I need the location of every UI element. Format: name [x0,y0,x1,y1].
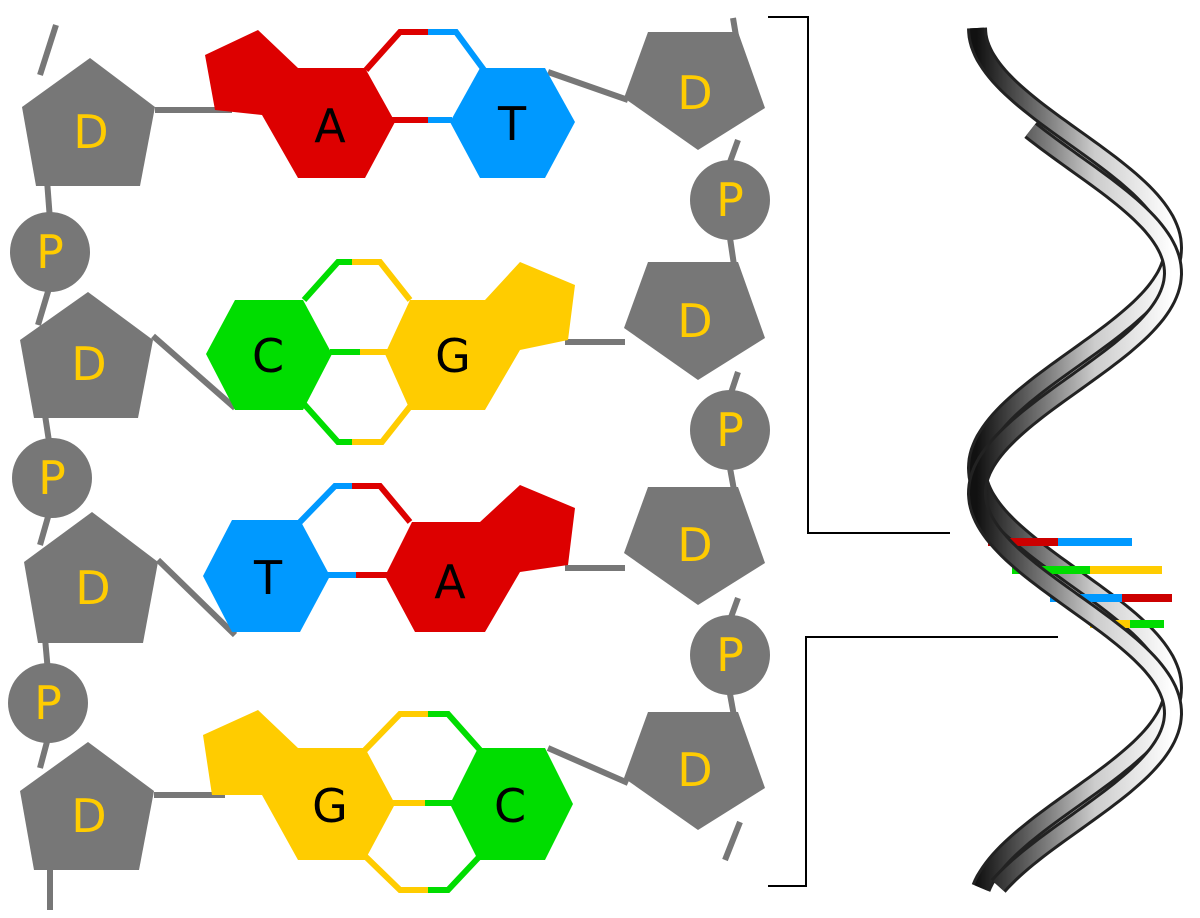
sugar-group: D [624,487,765,605]
phosphate-label: P [716,173,744,227]
guanine-base [203,710,395,860]
phosphate [8,663,88,743]
phosphate-group: P [8,663,88,743]
base-pair-a-t: A T [155,29,629,178]
base-pair-t-a: T A [155,483,625,638]
thymine-base [203,520,330,632]
double-helix-illustration [966,27,1184,893]
phosphate-group: P [690,615,770,695]
sugar-group: D [624,262,765,380]
helix-strand-front [966,122,1184,893]
phosphate-label: P [716,628,744,682]
sugar-base-bonds [151,333,625,411]
sugar-label: D [677,66,712,120]
base-label-cytosine: C [252,329,284,383]
sugar-group: D [624,32,765,150]
left-backbone: D P D P D P D [8,24,158,910]
sugar-label: D [677,743,712,797]
base-label-thymine: T [497,97,527,151]
base-label-adenine: A [434,555,466,609]
sugar-label: D [75,561,110,615]
phosphate [690,615,770,695]
phosphate-label: P [38,451,66,505]
deoxyribose-sugar [624,712,765,830]
sugar-group: D [624,712,765,830]
adenine-base [385,485,575,632]
deoxyribose-sugar [24,512,158,643]
base-pair-c-g: C G [151,259,625,445]
base-label-thymine: T [253,551,283,605]
deoxyribose-sugar [624,262,765,380]
sugar-label: D [677,518,712,572]
guanine-base [385,262,575,410]
sugar-label: D [73,105,108,159]
hydrogen-bonds [301,259,415,445]
deoxyribose-sugar [624,487,765,605]
helix-ribbon [969,124,1181,891]
sugar-label: D [71,337,106,391]
sugar-label: D [677,294,712,348]
adenine-base [205,30,395,178]
base-label-cytosine: C [494,779,526,833]
helix-base-pair-rungs [988,538,1172,628]
phosphate-group: P [690,160,770,240]
right-backbone: D P D P D P D [624,17,770,862]
sugar-group: D [24,512,158,643]
deoxyribose-sugar [22,58,155,186]
sugar-base-bonds [155,557,625,638]
phosphate-group: P [10,212,90,292]
phosphate-group: P [690,390,770,470]
sugar-label: D [71,789,106,843]
phosphate-label: P [34,676,62,730]
phosphate [12,438,92,518]
deoxyribose-sugar [20,742,154,870]
zoom-bracket [768,16,1058,887]
phosphate-group: P [12,438,92,518]
hydrogen-bonds [297,483,413,578]
hydrogen-bonds [363,29,487,123]
phosphate [10,212,90,292]
base-label-guanine: G [312,779,348,833]
phosphate [690,160,770,240]
cytosine-base [206,300,332,410]
sugar-group: D [22,58,155,186]
deoxyribose-sugar [20,292,153,418]
base-label-guanine: G [435,329,471,383]
thymine-base [450,68,575,178]
deoxyribose-sugar [624,32,765,150]
phosphate-label: P [716,403,744,457]
hydrogen-bonds [362,711,483,893]
phosphate-label: P [36,225,64,279]
base-label-adenine: A [314,99,346,153]
cytosine-base [450,748,573,860]
phosphate [690,390,770,470]
base-pair-g-c: G C [154,710,630,893]
sugar-group: D [20,292,153,418]
sugar-group: D [20,742,154,870]
